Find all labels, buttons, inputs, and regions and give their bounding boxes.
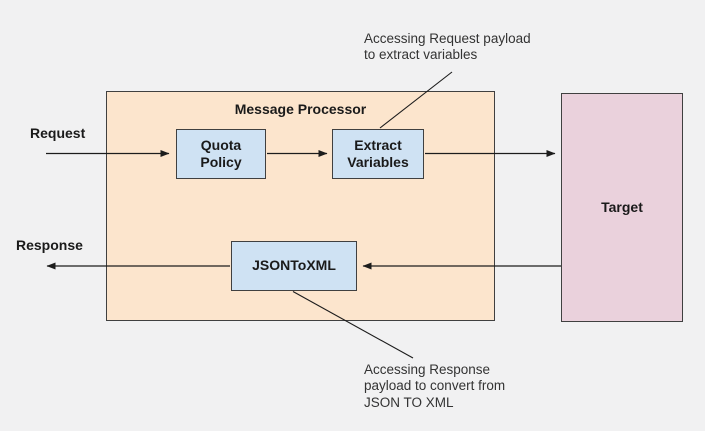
request-payload-annotation: Accessing Request payload to extract var… xyxy=(364,31,531,63)
message-processor-title: Message Processor xyxy=(234,101,367,117)
jsontoxml-label: JSONToXML xyxy=(252,257,336,274)
quota-policy-node: Quota Policy xyxy=(176,129,266,179)
quota-policy-label: Quota Policy xyxy=(200,136,242,171)
response-label: Response xyxy=(16,237,83,253)
extract-variables-node: Extract Variables xyxy=(332,129,424,179)
response-payload-annotation: Accessing Response payload to convert fr… xyxy=(364,362,506,410)
extract-variables-label: Extract Variables xyxy=(347,136,409,171)
target-node: Target xyxy=(561,93,683,322)
jsontoxml-node: JSONToXML xyxy=(231,241,357,291)
request-label: Request xyxy=(30,125,86,141)
target-label: Target xyxy=(601,198,643,215)
